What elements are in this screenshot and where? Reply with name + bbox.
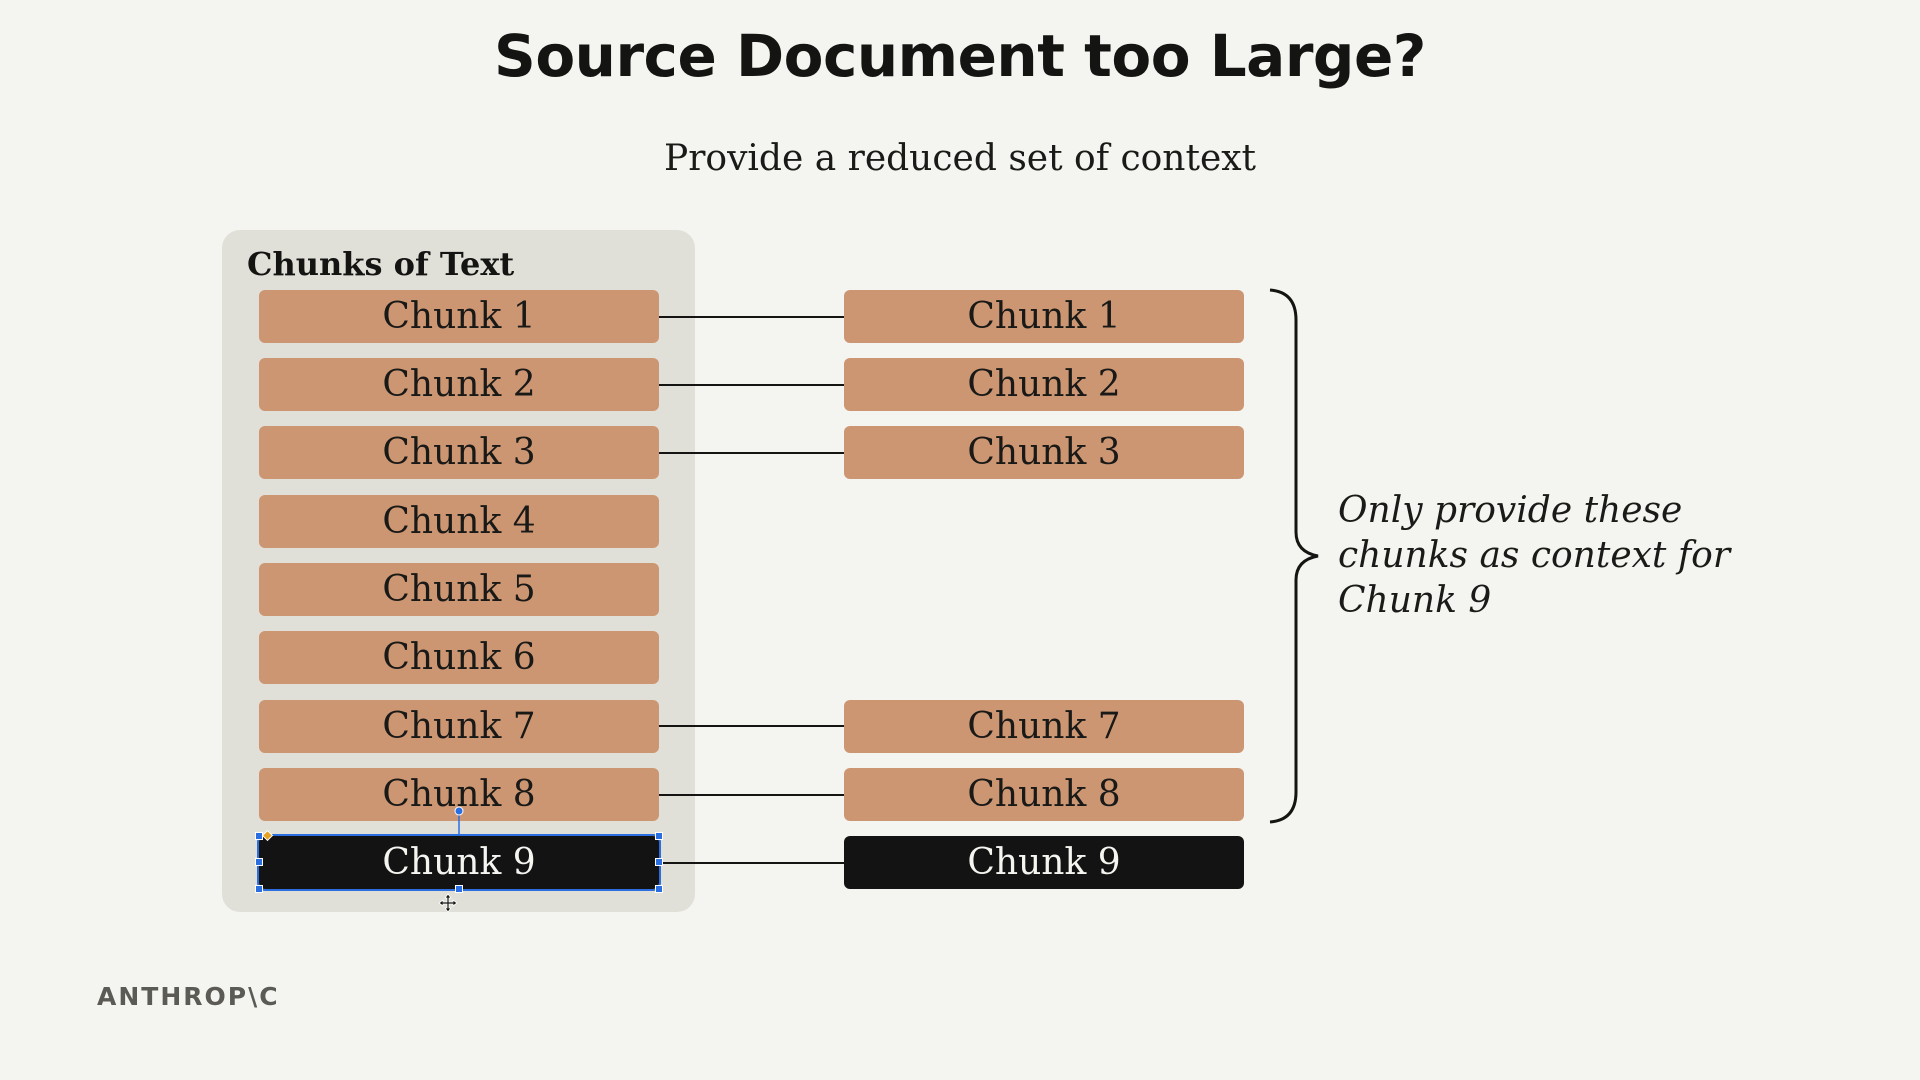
move-cursor-icon [438, 893, 458, 913]
panel-chunk-4[interactable]: Chunk 4 [259, 495, 659, 548]
curly-brace [1269, 288, 1319, 824]
resize-handle-top-right[interactable] [655, 832, 663, 840]
panel-chunk-6[interactable]: Chunk 6 [259, 631, 659, 684]
context-chunk-9[interactable]: Chunk 9 [844, 836, 1244, 889]
resize-handle-right[interactable] [655, 858, 663, 866]
resize-handle-top-left[interactable] [255, 832, 263, 840]
panel-chunk-9[interactable]: Chunk 9 [257, 834, 661, 891]
chunks-panel-title: Chunks of Text [247, 245, 515, 283]
rotate-handle [454, 806, 464, 816]
context-note: Only provide these chunks as context for… [1338, 490, 1731, 621]
context-chunk-3[interactable]: Chunk 3 [844, 426, 1244, 479]
slide-subtitle: Provide a reduced set of context [663, 138, 1257, 179]
context-chunk-1[interactable]: Chunk 1 [844, 290, 1244, 343]
resize-handle-left[interactable] [255, 858, 263, 866]
panel-chunk-2[interactable]: Chunk 2 [259, 358, 659, 411]
anthropic-logo: ANTHROP\C [97, 982, 280, 1011]
resize-handle-bottom[interactable] [455, 885, 463, 893]
context-chunk-8[interactable]: Chunk 8 [844, 768, 1244, 821]
panel-chunk-3[interactable]: Chunk 3 [259, 426, 659, 479]
resize-handle-bottom-right[interactable] [655, 885, 663, 893]
panel-chunk-5[interactable]: Chunk 5 [259, 563, 659, 616]
context-chunk-2[interactable]: Chunk 2 [844, 358, 1244, 411]
panel-chunk-1[interactable]: Chunk 1 [259, 290, 659, 343]
slide-title: Source Document too Large? [494, 22, 1426, 90]
adjust-handle [261, 829, 274, 842]
context-chunk-7[interactable]: Chunk 7 [844, 700, 1244, 753]
panel-chunk-7[interactable]: Chunk 7 [259, 700, 659, 753]
resize-handle-bottom-left[interactable] [255, 885, 263, 893]
